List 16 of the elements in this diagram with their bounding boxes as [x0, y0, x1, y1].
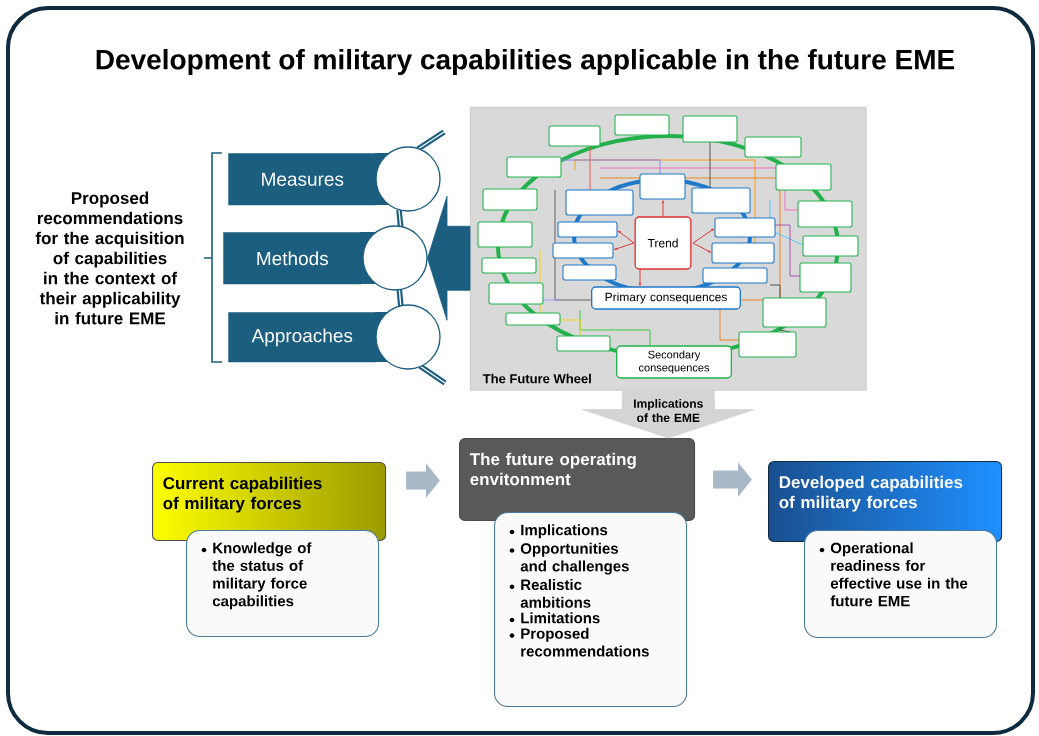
block-arrow: [427, 195, 471, 321]
label-box: Measures: [228, 146, 441, 212]
trend-box: Trend: [634, 216, 692, 270]
consequence-box: Primary consequences: [591, 286, 741, 310]
title: Development of military capabilities applicable in the future EME: [96, 48, 955, 76]
header-box: Developed capabilities of military forces: [768, 461, 1003, 543]
bullet-box: Implications Opportunities and challenges Realistic ambitions Limitations Proposed recommendations: [494, 512, 688, 708]
edge-label: Implications of the EME: [621, 397, 715, 424]
bullet-box: Operational readiness for effective use in the future EME: [804, 530, 998, 639]
consequence-box: Secondary consequences: [616, 345, 732, 379]
header-box: The future operating envitonment: [459, 438, 696, 522]
label-box: Approaches: [228, 304, 441, 370]
side-note: Proposed recommendations for the acquisition of capabilities in the context of their applicability in future EME: [35, 191, 184, 325]
bullet-box: Knowledge of the status of military force capabilities: [186, 530, 380, 638]
header-box: Current capabilities of military forces: [152, 462, 387, 542]
label-box: Methods: [223, 225, 428, 291]
